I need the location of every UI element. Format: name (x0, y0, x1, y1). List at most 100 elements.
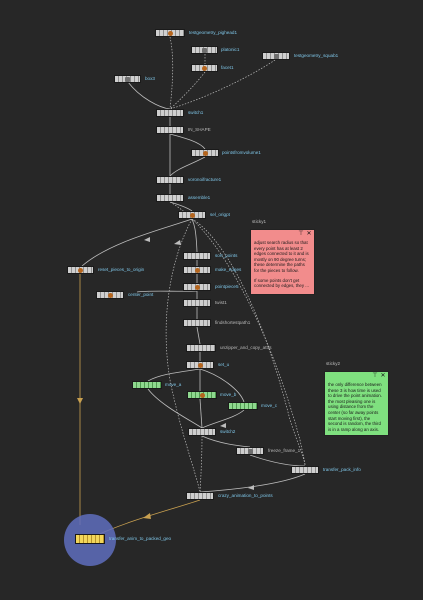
center-icon (107, 292, 113, 298)
wrangle-icon (189, 212, 195, 218)
wire-arrow-switch2 (220, 423, 226, 428)
label-make-edges: make_edges (215, 267, 242, 272)
wire-setu-movea (147, 368, 201, 382)
node-pointpiece5[interactable] (183, 283, 211, 291)
sticky1-header: ⊤ ✕ (251, 230, 314, 238)
node-switch1[interactable] (156, 109, 184, 117)
wire-switch2-crazy (199, 435, 203, 493)
label-facet1: facet1 (221, 65, 234, 70)
wire-moveb-switch2 (199, 398, 203, 429)
label-move-b: move_b (220, 392, 237, 397)
node-make-edges[interactable] (183, 266, 211, 274)
node-move-c[interactable] (228, 402, 258, 410)
wire-facet-switch1 (169, 71, 206, 110)
node-voronoifracture1[interactable] (156, 176, 184, 184)
label-voronoifracture1: voronoifracture1 (188, 177, 222, 182)
pointpiece-icon (194, 284, 200, 290)
pin-icon[interactable]: ⊤ (372, 373, 378, 379)
wire-selorigpt-crazy-a (191, 218, 306, 467)
node-move-a[interactable] (132, 381, 162, 389)
wire-pointpiece-centerpoint (136, 290, 198, 293)
label-reset-pieces-to-origin: reset_pieces_to_origin (98, 267, 145, 272)
close-icon[interactable]: ✕ (306, 231, 312, 237)
label-in-shape: IN_SHAPE (188, 127, 211, 132)
sticky2-body: the only difference between these 3 is h… (325, 380, 388, 438)
node-unzipper-and-copy-attrs[interactable] (186, 344, 216, 352)
wire-pfv-voronoi (169, 156, 206, 177)
pighead-icon (167, 30, 173, 36)
freeze-icon (247, 448, 253, 454)
wire-pighead-switch1 (169, 36, 174, 110)
label-freeze-frame-1: freeze_frame_1 (268, 448, 301, 453)
label-switch2: switch2 (220, 429, 236, 434)
node-twist1[interactable] (183, 299, 211, 307)
wire-assemble-transfer (169, 201, 306, 467)
pin-icon[interactable]: ⊤ (298, 231, 304, 237)
label-sel-origpt: sel_origpt (210, 212, 230, 217)
node-freeze-frame-1[interactable] (236, 447, 264, 455)
node-platonic1[interactable] (191, 46, 218, 54)
sticky1-text-2: If some points don't get connected by ed… (254, 277, 309, 289)
label-assemble1: assemble1 (188, 195, 211, 200)
label-pointsfromvolume1: pointsfromvolume1 (222, 150, 261, 155)
facet-icon (202, 65, 207, 71)
label-box3: box3 (145, 76, 155, 81)
edges-icon (194, 267, 200, 273)
wire-arrow-crazy (248, 485, 254, 490)
label-move-c: move_c (261, 403, 278, 408)
node-switch2[interactable] (188, 428, 216, 436)
sticky-note-1[interactable]: ⊤ ✕ adjust search radius so that every p… (250, 229, 315, 295)
label-twist1: twist1 (215, 300, 227, 305)
label-crazy-animation-to-points: crazy_animation_to_points (218, 493, 273, 498)
node-center-point[interactable] (96, 291, 124, 299)
node-facet1[interactable] (191, 64, 218, 72)
wire-transfer-crazy (199, 473, 306, 493)
node-set-u[interactable] (186, 361, 214, 369)
box-icon (125, 76, 130, 82)
node-testgeometry-squab1[interactable] (262, 52, 290, 60)
label-unzipper-and-copy-attrs: unzipper_and_copy_attrs (220, 345, 272, 350)
move-icon (199, 392, 205, 398)
wire-squab-switch1 (169, 59, 276, 110)
node-pointsfromvolume1[interactable] (191, 149, 219, 157)
label-center-point: center_point (128, 292, 154, 297)
node-reset-pieces-to-origin[interactable] (67, 266, 94, 274)
label-set-u: set_u (218, 362, 230, 367)
node-assemble1[interactable] (156, 194, 184, 202)
close-icon[interactable]: ✕ (380, 373, 386, 379)
node-sort-points[interactable] (183, 252, 211, 260)
node-testgeometry-pighead1[interactable] (155, 29, 185, 37)
platonic-icon (202, 47, 207, 53)
wire-arrow-down (77, 398, 83, 404)
node-crazy-animation-to-points[interactable] (186, 492, 214, 500)
label-move-a: move_a (165, 382, 182, 387)
wire-movec-switch2 (201, 409, 245, 429)
sticky-note-2[interactable]: ⊤ ✕ the only difference between these 3 … (324, 371, 389, 436)
node-move-b[interactable] (187, 391, 217, 399)
wire-arrow-sortpoints (174, 240, 181, 245)
wire-arrow-left (143, 513, 151, 519)
node-box3[interactable] (114, 75, 141, 83)
label-testgeometry-squab1: testgeometry_squab1 (294, 53, 339, 58)
reset-icon (78, 267, 83, 273)
node-sel-origpt[interactable] (178, 211, 206, 219)
node-findshortestpath1[interactable] (183, 319, 211, 327)
node-transfer-anim-to-packed-geo[interactable] (75, 534, 105, 544)
node-in-shape[interactable] (156, 126, 184, 134)
label-transfer-anim-to-packed-geo: transfer_anim_to_packed_geo (109, 536, 172, 541)
label-pointpiece5: pointpiece5 (215, 284, 239, 289)
sticky2-header: ⊤ ✕ (325, 372, 388, 380)
label-findshortestpath1: findshortestpath1 (215, 320, 251, 325)
label-switch1: switch1 (188, 110, 204, 115)
sticky2-text-1: the only difference between these 3 is h… (328, 382, 382, 432)
wire-findshortest-unzip (196, 326, 201, 345)
wire-arrow-reset (144, 237, 150, 242)
wire-switch2-freeze (201, 435, 251, 448)
label-platonic1: platonic1 (221, 47, 240, 52)
node-transfer-pack-info[interactable] (291, 466, 319, 474)
wire-freeze-transfer (249, 454, 306, 467)
sticky1-title: sticky1 (252, 219, 267, 224)
wire-selorigpt-reset (81, 218, 193, 267)
label-testgeometry-pighead1: testgeometry_pighead1 (189, 30, 238, 35)
